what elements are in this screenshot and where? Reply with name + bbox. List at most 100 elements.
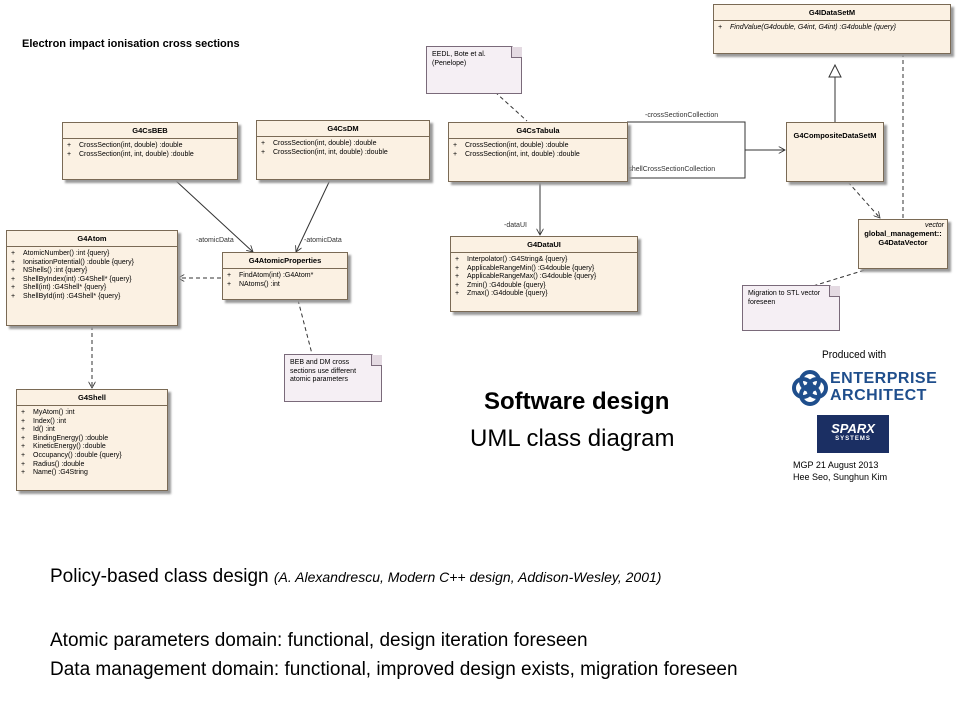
- op-signature: MyAtom() :int: [33, 409, 75, 416]
- class-name: G4CompositeDataSetM: [793, 131, 877, 140]
- class-g4shell: G4Shell + MyAtom() :int + Index() :int + Id…: [16, 389, 168, 491]
- op-visibility: +: [453, 142, 458, 149]
- op-visibility: +: [227, 272, 232, 279]
- class-name: G4DataUI: [451, 237, 637, 253]
- op-visibility: +: [11, 250, 16, 257]
- class-name-line2: G4DataVector: [878, 238, 928, 247]
- op-signature: Occupancy() :double {query}: [33, 451, 122, 459]
- op-visibility: +: [11, 292, 16, 300]
- op-visibility: +: [455, 264, 460, 272]
- class-name: G4AtomicProperties: [223, 253, 347, 269]
- op-signature: AtomicNumber() :int {query}: [23, 250, 110, 257]
- role-atomic-data-1: -atomicData: [196, 237, 234, 244]
- op-signature: NAtoms() :int: [239, 280, 280, 288]
- op-signature: NShells() :int {query}: [23, 267, 88, 275]
- domain-line-atomic: Atomic parameters domain: functional, de…: [50, 630, 588, 651]
- class-name: G4IDataSetM: [714, 5, 950, 21]
- software-design-heading: Software design: [484, 388, 670, 415]
- class-stereotype: vector: [924, 222, 944, 229]
- dependency-composite-vector: [847, 181, 880, 218]
- note-eedl: EEDL, Bote et al. (Penelope): [426, 46, 522, 94]
- diagram-title: Electron impact ionisation cross section…: [22, 38, 240, 50]
- op-visibility: +: [21, 409, 26, 416]
- role-cross-section-collection: -crossSectionCollection: [645, 112, 719, 119]
- class-ops: +CrossSection(int, double) :double +Cros…: [449, 139, 627, 162]
- class-ops: +CrossSection(int, double) :double +Cros…: [63, 139, 237, 162]
- op-signature: KineticEnergy() :double: [33, 443, 106, 451]
- op-visibility: +: [261, 148, 266, 156]
- role-atomic-data-2: -atomicData: [304, 237, 342, 244]
- class-g4atom: G4Atom +AtomicNumber() :int {query} +Ion…: [6, 230, 178, 326]
- class-name: G4CsTabula: [449, 123, 627, 139]
- op-visibility: +: [21, 460, 26, 468]
- op-signature: Id() :int: [33, 426, 55, 434]
- op-signature: CrossSection(int, double) :double: [465, 142, 569, 149]
- op-signature: Shell(int) :G4Shell* {query}: [23, 284, 107, 292]
- assoc-cross-section-collection: [627, 121, 785, 150]
- credit-date: MGP 21 August 2013: [793, 460, 879, 470]
- note-line: foreseen: [748, 298, 776, 306]
- credit-block: MGP 21 August 2013 Hee Seo, Sunghun Kim: [793, 459, 887, 483]
- op-visibility: +: [227, 280, 232, 288]
- policy-line: Policy-based class design (A. Alexandres…: [50, 566, 661, 588]
- op-signature: Name() :G4String: [33, 469, 88, 477]
- op-signature: ShellById(int) :G4Shell* {query}: [23, 292, 121, 300]
- role-shell-cross-section-collection: -shellCrossSectionCollection: [626, 166, 716, 173]
- class-name: G4CsBEB: [63, 123, 237, 139]
- class-g4compositedatasetm: G4CompositeDataSetM: [786, 122, 884, 182]
- class-g4idatasetm: G4IDataSetM +FindValue(G4double, G4int, …: [713, 4, 951, 54]
- op-visibility: +: [718, 24, 723, 31]
- op-visibility: +: [455, 290, 460, 298]
- policy-text: Policy-based class design: [50, 566, 274, 587]
- note-anchor-eedl: [494, 91, 528, 122]
- op-visibility: +: [261, 140, 266, 147]
- class-name-line1: global_management::: [864, 229, 942, 238]
- op-visibility: +: [455, 273, 460, 281]
- note-fold: [371, 355, 382, 366]
- note-migration: Migration to STL vector foreseen: [742, 285, 840, 331]
- class-ops: + CrossSection(int, double) :double + Cros…: [257, 137, 429, 160]
- op-visibility: +: [11, 275, 16, 283]
- op-signature: CrossSection(int, int, double) :double: [79, 150, 194, 158]
- op-signature: Zmin() :G4double {query}: [467, 281, 546, 289]
- op-visibility: +: [21, 443, 26, 451]
- op-visibility: +: [21, 426, 26, 434]
- op-signature: CrossSection(int, double) :double: [79, 142, 183, 149]
- op-signature: Zmax() :G4double {query}: [467, 290, 548, 298]
- class-g4csdm: G4CsDM +CrossSection(int, double) :doubl…: [256, 120, 430, 180]
- role-data-ui: -dataUI: [504, 222, 527, 229]
- op-signature: CrossSection(int, double) :double: [273, 140, 377, 147]
- note-line: atomic parameters: [290, 376, 348, 384]
- op-signature: IonisationPotential() :double {query}: [23, 258, 134, 266]
- class-g4csbeb: G4CsBEB + CrossSection(int, double) :doub…: [62, 122, 238, 180]
- class-ops: +MyAtom() :int +Index() :int +Id() :int …: [17, 406, 167, 481]
- systems-text: SYSTEMS: [835, 436, 871, 442]
- sparx-systems-logo: SPARX SYSTEMS: [817, 415, 889, 453]
- op-visibility: +: [453, 150, 458, 158]
- class-ops: +FindValue(G4double, G4int, G4int) :G4do…: [714, 21, 950, 36]
- op-visibility: +: [21, 469, 26, 477]
- class-g4cstabula: G4CsTabula + CrossSection(int, double) :d…: [448, 122, 628, 182]
- op-signature: Index() :int: [33, 417, 67, 425]
- op-signature: FindAtom(int) :G4Atom*: [239, 272, 314, 279]
- class-name: G4Shell: [17, 390, 167, 406]
- class-ops: + AtomicNumber() :int {query} + Ionisation…: [7, 247, 177, 305]
- ea-emblem-icon: [792, 370, 828, 406]
- op-signature: CrossSection(int, int, double) :double: [273, 148, 388, 156]
- note-line: (Penelope): [432, 59, 467, 67]
- note-fold: [511, 47, 522, 58]
- note-line: BEB and DM cross: [290, 359, 350, 366]
- op-visibility: +: [11, 284, 16, 292]
- op-signature: Radius() :double: [33, 460, 85, 468]
- class-g4atomicproperties: G4AtomicProperties + FindAtom(int) :G4Ato…: [222, 252, 348, 300]
- assoc-shell-cross-section-collection: [627, 150, 746, 179]
- produced-with-label: Produced with: [822, 349, 887, 361]
- op-signature: Interpolator() :G4String& {query}: [467, 256, 568, 263]
- note-line: Migration to STL vector: [748, 290, 821, 297]
- op-visibility: +: [67, 150, 72, 158]
- note-beb-dm: BEB and DM cross sections use different …: [284, 354, 382, 402]
- op-visibility: +: [11, 258, 16, 266]
- op-visibility: +: [455, 281, 460, 289]
- enterprise-architect-logo: ENTERPRISE ARCHITECT: [790, 368, 937, 408]
